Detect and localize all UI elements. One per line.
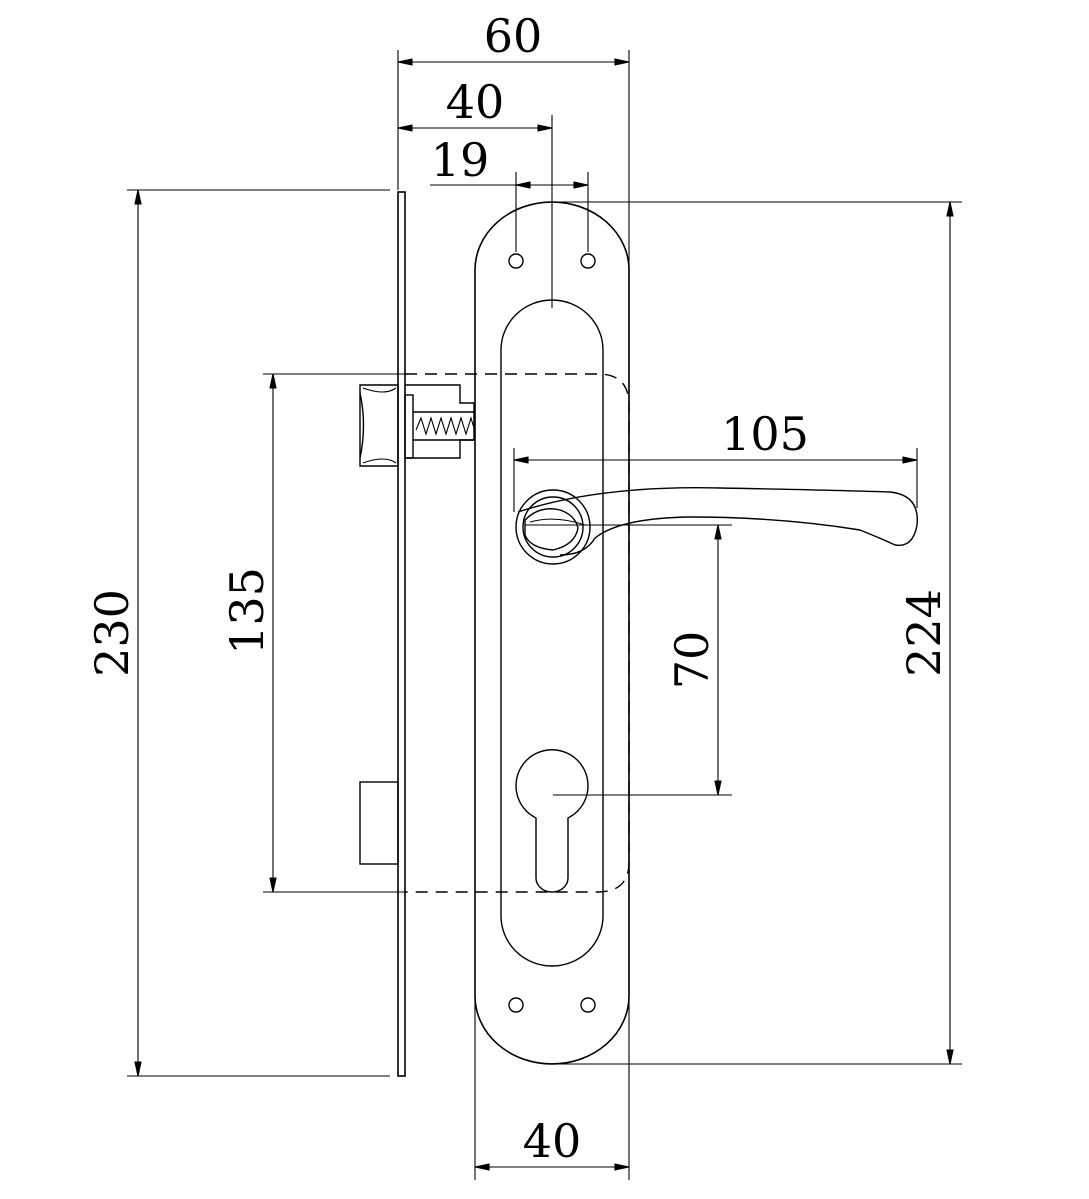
dim-label-40-top: 40 [446, 75, 505, 129]
screw-hole-top-right [580, 253, 596, 269]
handle-rose-outer [515, 489, 591, 565]
screw-hole-bottom-left [508, 997, 524, 1013]
handle-rose-inner [522, 496, 584, 558]
dim-label-19: 19 [431, 133, 490, 187]
escutcheon-outline [474, 201, 630, 1065]
screw-hole-top-left [508, 253, 524, 269]
dim-label-60: 60 [484, 9, 543, 63]
lock-body [359, 191, 630, 1077]
escutcheon-inner-recess [500, 299, 604, 967]
dim-label-105: 105 [721, 407, 809, 461]
dimension-lines [127, 50, 962, 1180]
dim-label-230: 230 [85, 589, 139, 677]
faceplate [397, 191, 406, 1077]
cylinder-keyhole [515, 749, 589, 893]
dead-bolt [359, 781, 399, 865]
lock-case-outline [405, 373, 630, 893]
latch-bolt [359, 384, 475, 467]
dim-label-70: 70 [665, 631, 719, 690]
handle-neck [524, 508, 579, 551]
latch-spring [415, 416, 475, 436]
handle-lever-arm [517, 487, 918, 556]
dim-label-224: 224 [897, 589, 951, 677]
dim-label-40-bottom: 40 [523, 1114, 582, 1168]
escutcheon-plate [474, 201, 630, 1065]
dimension-labels: 60 40 19 230 135 105 70 224 40 [85, 9, 951, 1168]
screw-hole-bottom-right [580, 997, 596, 1013]
lever-handle [515, 487, 918, 565]
dim-label-135: 135 [220, 567, 274, 655]
